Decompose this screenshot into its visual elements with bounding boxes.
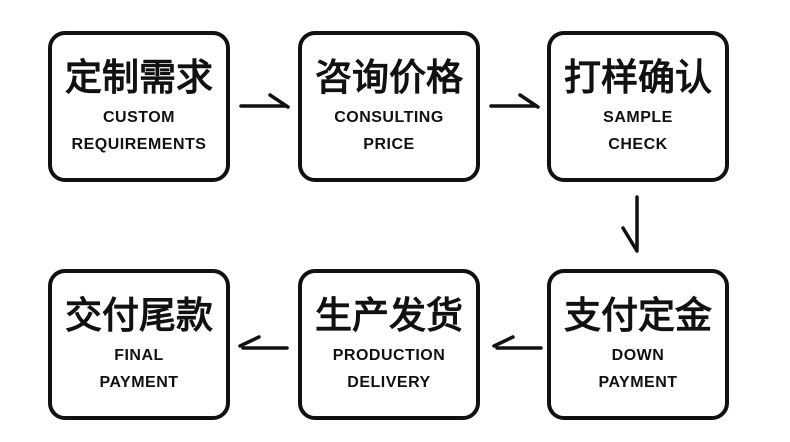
step-subtitle-en-line1: PRODUCTION [332, 346, 446, 364]
step-subtitle-en-line2: REQUIREMENTS [71, 136, 207, 153]
step-subtitle-en-line2: PAYMENT [598, 374, 678, 391]
arrow-right-icon [239, 93, 290, 109]
step-subtitle-en-line1: DOWN [611, 346, 665, 364]
flow-step-down-payment: 支付定金 DOWN PAYMENT [547, 269, 729, 420]
flow-step-sample-check: 打样确认 SAMPLE CHECK [547, 31, 729, 182]
step-title-zh: 咨询价格 [315, 56, 463, 98]
step-subtitle-en-line1: SAMPLE [603, 108, 673, 126]
step-subtitle-en-line2: CHECK [608, 136, 668, 153]
arrow-down-icon [621, 195, 639, 253]
step-title-zh: 定制需求 [65, 56, 213, 98]
step-subtitle-en-line1: FINAL [114, 346, 164, 364]
arrow-right-icon [489, 93, 540, 109]
step-title-zh: 生产发货 [315, 294, 463, 336]
flow-step-custom-requirements: 定制需求 CUSTOM REQUIREMENTS [48, 31, 230, 182]
flow-step-final-payment: 交付尾款 FINAL PAYMENT [48, 269, 230, 420]
arrow-left-icon [492, 335, 543, 350]
step-subtitle-en-line1: CONSULTING [334, 108, 444, 126]
step-subtitle-en-line1: CUSTOM [102, 108, 176, 126]
step-title-zh: 打样确认 [564, 56, 712, 98]
step-subtitle-en-line2: PRICE [363, 136, 415, 153]
step-subtitle-en-line2: DELIVERY [347, 374, 431, 391]
flow-step-production-delivery: 生产发货 PRODUCTION DELIVERY [298, 269, 480, 420]
step-title-zh: 交付尾款 [65, 294, 213, 336]
step-title-zh: 支付定金 [564, 294, 712, 336]
flow-step-consulting-price: 咨询价格 CONSULTING PRICE [298, 31, 480, 182]
step-subtitle-en-line2: PAYMENT [99, 374, 179, 391]
arrow-left-icon [238, 335, 289, 350]
